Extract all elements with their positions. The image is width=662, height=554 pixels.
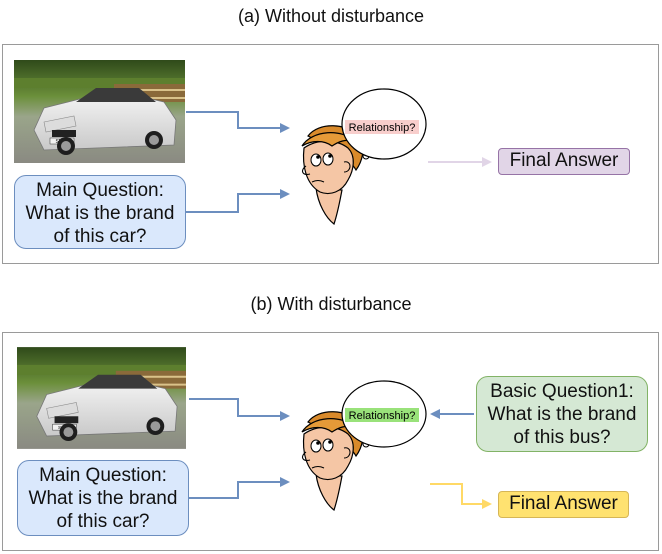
main-question-box: Main Question: What is the brand of this… [14,175,186,249]
thought-bubble-icon: Relationship? [341,88,427,160]
bubble-label: Relationship? [349,410,416,422]
car-photo: SMI 7 [17,346,186,450]
thought-bubble-icon: Relationship? [341,380,427,448]
car-photo: SMI 7 [14,60,185,163]
arrow-question-to-thinker [189,477,290,499]
basic-question-line-2: What is the brand [487,404,637,425]
final-answer-box: Final Answer [498,148,630,175]
main-question-line-3: of this car? [53,226,147,247]
final-answer-box: Final Answer [498,491,629,518]
caption-b: (b) With disturbance [250,294,412,314]
caption-a: (a) Without disturbance [237,6,425,26]
arrow-image-to-thinker [186,111,290,133]
main-question-box: Main Question: What is the brand of this… [17,460,189,536]
main-question-line-2: What is the brand [25,203,175,224]
main-question-line-1: Main Question: [36,180,164,201]
basic-question-box: Basic Question1: What is the brand of th… [476,376,648,452]
arrow-question-to-thinker [186,189,290,213]
main-question-line-1: Main Question: [39,465,167,486]
arrow-to-final-answer [430,483,492,509]
arrow-image-to-thinker [189,398,290,421]
main-question-line-3: of this car? [56,511,150,532]
basic-question-line-1: Basic Question1: [490,381,634,402]
main-question-line-2: What is the brand [28,488,178,509]
bubble-label: Relationship? [349,122,416,134]
basic-question-line-3: of this bus? [513,427,611,448]
